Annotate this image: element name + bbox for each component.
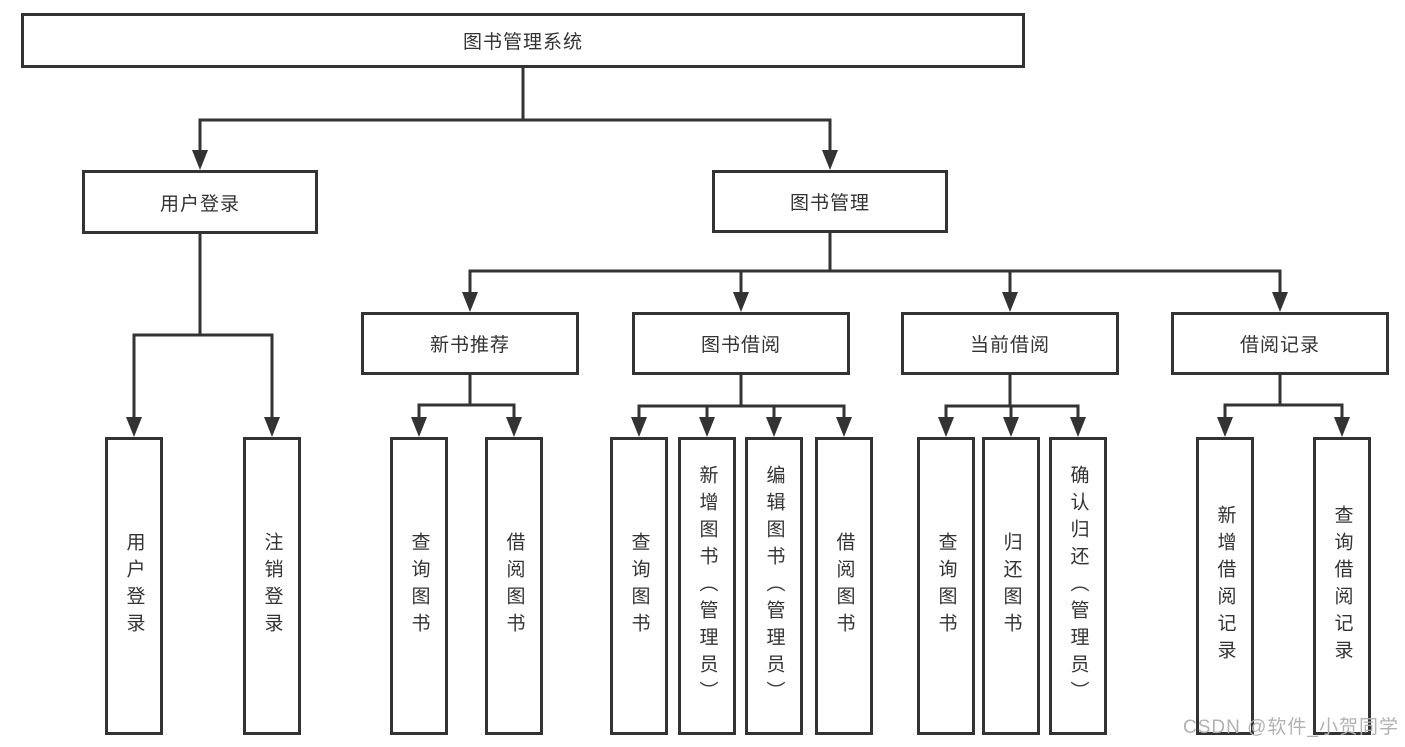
node-borrow-records: 借阅记录	[1171, 312, 1389, 375]
node-label: 用户登录	[159, 193, 240, 215]
node-label: 图书借阅	[700, 335, 781, 356]
connector-line	[468, 232, 1282, 294]
csdn-watermark: CSDN @软件_小贺同学	[1183, 717, 1399, 738]
node-label: 当前借阅	[969, 335, 1050, 356]
node-new-book-recommend: 新书推荐	[361, 312, 579, 375]
node-label: 借阅记录	[1239, 335, 1320, 356]
leaf-add-borrow-record: 新增借阅记录	[1196, 437, 1254, 735]
leaf-label: 查询图书	[628, 532, 650, 640]
connector-book-borrow-branch	[637, 374, 846, 419]
leaf-label: 用户登录	[123, 532, 145, 640]
connector-line	[198, 68, 832, 152]
node-book-management: 图书管理	[712, 170, 948, 233]
arrowhead	[1003, 417, 1019, 437]
connector-book-management-branch	[468, 232, 1282, 294]
leaf-label: 编辑图书（管理员）	[763, 464, 785, 708]
node-library-management-system: 图书管理系统	[21, 13, 1025, 68]
leaf-label: 查询图书	[408, 532, 430, 640]
connector-borrow-record-branch	[1223, 374, 1344, 419]
leaf-query-books-recommend: 查询图书	[390, 437, 448, 735]
node-current-borrow: 当前借阅	[901, 312, 1119, 375]
leaf-edit-book-admin: 编辑图书（管理员）	[745, 437, 803, 735]
leaf-confirm-return-admin: 确认归还（管理员）	[1049, 437, 1107, 735]
arrowhead	[506, 417, 522, 437]
connector-line	[1223, 374, 1344, 419]
leaf-label: 归还图书	[1000, 532, 1022, 640]
node-label: 图书管理系统	[462, 32, 583, 53]
leaf-label: 查询借阅记录	[1331, 505, 1353, 667]
arrowhead	[822, 150, 838, 170]
connector-line	[132, 233, 274, 419]
arrowhead	[699, 417, 715, 437]
arrowhead	[766, 417, 782, 437]
leaf-add-book-admin: 新增图书（管理员）	[678, 437, 736, 735]
leaf-label: 借阅图书	[833, 532, 855, 640]
leaf-label: 新增借阅记录	[1214, 505, 1236, 667]
leaf-label: 新增图书（管理员）	[696, 464, 718, 708]
connector-line	[637, 374, 846, 419]
leaf-label: 注销登录	[261, 532, 283, 640]
arrowhead	[192, 150, 208, 170]
node-book-borrow: 图书借阅	[632, 312, 850, 375]
leaf-query-books-borrow: 查询图书	[610, 437, 668, 735]
node-label: 图书管理	[789, 193, 870, 214]
leaf-query-books-current: 查询图书	[917, 437, 975, 735]
arrowhead	[462, 292, 478, 312]
arrowhead	[1070, 417, 1086, 437]
arrowhead	[126, 417, 142, 437]
leaf-query-borrow-record: 查询借阅记录	[1313, 437, 1371, 735]
arrowhead	[1272, 292, 1288, 312]
arrowhead	[836, 417, 852, 437]
connector-user-login-branch	[132, 233, 274, 419]
connector-line	[417, 374, 516, 419]
leaf-label: 查询图书	[935, 532, 957, 640]
leaf-borrow-books-recommend: 借阅图书	[485, 437, 543, 735]
leaf-label: 借阅图书	[503, 532, 525, 640]
arrowhead	[1002, 292, 1018, 312]
arrowhead	[1334, 417, 1350, 437]
connector-current-borrow-branch	[944, 374, 1080, 419]
leaf-user-login: 用户登录	[105, 437, 163, 735]
node-user-login: 用户登录	[82, 170, 318, 234]
connector-root-to-level2	[198, 68, 832, 152]
arrowhead	[733, 292, 749, 312]
arrowheads	[126, 150, 1350, 437]
connector-new-book-branch	[417, 374, 516, 419]
leaf-label: 确认归还（管理员）	[1067, 464, 1089, 708]
arrowhead	[264, 417, 280, 437]
arrowhead	[411, 417, 427, 437]
arrowhead	[1217, 417, 1233, 437]
leaf-return-book: 归还图书	[982, 437, 1040, 735]
leaf-logout: 注销登录	[243, 437, 301, 735]
arrowhead	[938, 417, 954, 437]
node-label: 新书推荐	[429, 335, 510, 356]
connector-line	[944, 374, 1080, 419]
leaf-borrow-books: 借阅图书	[815, 437, 873, 735]
arrowhead	[631, 417, 647, 437]
